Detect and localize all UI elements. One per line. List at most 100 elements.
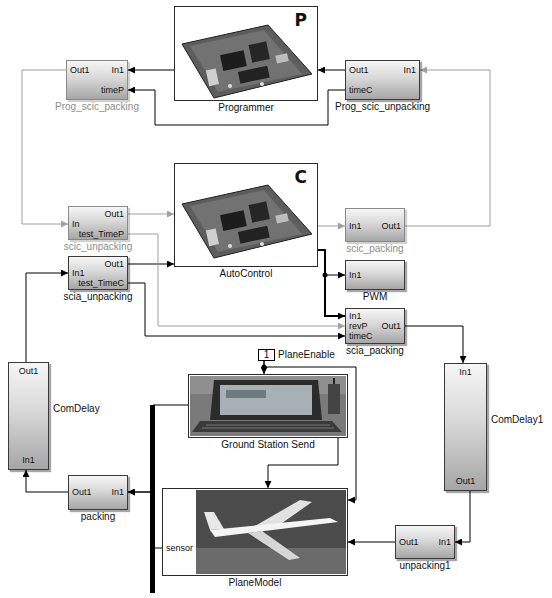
board-picture: [275, 53, 288, 63]
block-name: Prog_scic_unpacking: [335, 101, 430, 113]
block-name: Programmer: [218, 102, 274, 114]
signal-line: [26, 470, 68, 492]
ground-station-picture: [190, 376, 346, 436]
signal-line: [264, 361, 356, 500]
board-picture: [206, 228, 219, 246]
port-label: Out1: [9, 366, 48, 376]
board-picture: [190, 30, 302, 92]
board-picture: [275, 213, 288, 223]
block-name: scia_unpacking: [64, 291, 133, 303]
block-name: packing: [81, 511, 115, 523]
port-label: Out1: [104, 259, 124, 269]
signal-line: [128, 234, 345, 326]
port-label: In1: [349, 311, 362, 321]
port-label: In: [72, 219, 80, 229]
port-label: In1: [9, 455, 48, 465]
block-name: PWM: [363, 291, 387, 303]
ground-station-picture: [192, 421, 342, 432]
port-label: In1: [403, 65, 416, 75]
board-picture: [260, 242, 264, 246]
port-label: In1: [111, 487, 124, 497]
block-name: ComDelay: [53, 403, 100, 415]
signal-line: [26, 273, 68, 362]
unpacking-block: Out1In1unpacking1: [395, 525, 455, 559]
signal-line: [128, 492, 162, 548]
port-label: In1: [349, 221, 362, 231]
block-name: Ground Station Send: [221, 439, 314, 451]
block-name: scia_packing: [346, 345, 404, 357]
block-name: PlaneEnable: [278, 349, 335, 361]
connector-group: [22, 70, 490, 548]
port-label: timeP: [101, 85, 124, 95]
signal-line: [405, 326, 463, 363]
port-label: Out1: [381, 321, 401, 331]
signal-line: [455, 491, 470, 542]
subsystem-block: CAutoControl: [174, 163, 318, 267]
board-picture: [182, 25, 312, 98]
plane-picture: [196, 490, 346, 574]
board-picture: [249, 41, 270, 62]
signal-line: [22, 70, 68, 224]
ground-station-picture: [226, 390, 266, 398]
port-label: timeC: [349, 331, 373, 341]
board-letter: C: [293, 168, 309, 186]
board-picture: [220, 50, 247, 71]
signal-line: [128, 264, 174, 265]
signal-line: [318, 226, 345, 227]
port-label: In1: [438, 537, 451, 547]
block-name: Prog_scic_packing: [55, 101, 139, 113]
subsystem-block: PProgrammer: [174, 6, 318, 101]
delay-block: Out1ComDelayIn1: [8, 362, 49, 470]
signal-line: [128, 214, 174, 215]
ground-station-picture: [206, 425, 330, 426]
port-label: Out1: [72, 487, 92, 497]
board-picture: [182, 185, 312, 258]
board-picture: [249, 201, 270, 222]
block-name: ComDelay1: [491, 414, 543, 426]
ground-station-picture: [210, 380, 322, 420]
ground-station-block: Ground Station Send: [188, 374, 348, 438]
port-label: test_TimeC: [78, 278, 124, 288]
signal-line: [128, 405, 188, 492]
port-label: revP: [349, 321, 368, 331]
block-name: scic_unpacking: [64, 241, 132, 253]
ground-station-picture: [333, 378, 335, 384]
port-label: Out1: [381, 221, 401, 231]
board-picture: [228, 244, 232, 248]
pwm-block: In1PWM: [345, 260, 405, 290]
port-label: In1: [445, 367, 486, 377]
port-label: timeC: [349, 85, 373, 95]
block-name: PlaneModel: [229, 577, 282, 589]
ground-station-picture: [202, 428, 334, 429]
signal-line: [318, 250, 345, 275]
port-label: Out1: [445, 476, 486, 486]
plane-model-block: sensorPlaneModel: [162, 488, 348, 576]
packing-block: Out1In1packing: [68, 475, 128, 510]
board-picture: [260, 82, 264, 86]
plane-picture: [210, 518, 338, 537]
plane-picture: [204, 512, 224, 530]
port-label: In1: [72, 268, 85, 278]
unpacking-block: Out1Intest_TimePscic_unpacking: [68, 206, 128, 240]
plane-picture: [196, 548, 346, 574]
plane-picture: [196, 490, 346, 574]
signal-line: [318, 250, 345, 316]
constant-value: 1: [259, 350, 274, 360]
port-label: Out1: [70, 65, 90, 75]
board-picture: [238, 226, 270, 244]
port-label: Out1: [399, 537, 419, 547]
block-name: AutoControl: [220, 268, 273, 280]
port-label: Out1: [349, 65, 369, 75]
unpacking-block: Out1In1test_TimeCscia_unpacking: [68, 256, 128, 290]
ground-station-picture: [220, 385, 312, 415]
board-letter: P: [293, 11, 309, 29]
packing-block: In1Out1scic_packing: [345, 208, 405, 242]
board-picture: [190, 190, 302, 252]
board-picture: [206, 68, 219, 86]
board-picture: [182, 25, 312, 98]
block-name: scic_packing: [346, 243, 403, 255]
plane-picture: [248, 531, 300, 560]
signal-line: [128, 283, 345, 336]
port-label: test_TimeP: [79, 229, 124, 239]
